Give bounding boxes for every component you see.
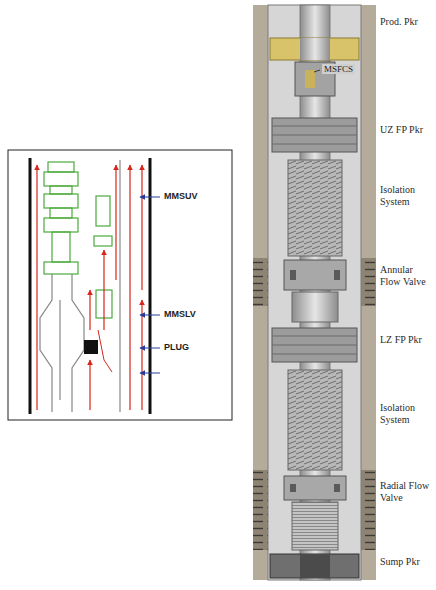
part-label: Isolation System <box>380 402 432 425</box>
part-label: UZ FP Pkr <box>380 124 432 136</box>
part-label: Prod. Pkr <box>380 16 432 28</box>
part-label: LZ FP Pkr <box>380 334 432 346</box>
part-label: Annular Flow Valve <box>380 264 432 287</box>
part-label: Sump Pkr <box>380 556 432 568</box>
part-label: Isolation System <box>380 184 432 207</box>
completion-illustration <box>253 5 376 580</box>
part-label: MMSUV <box>164 191 198 201</box>
part-label: MMSLV <box>164 309 196 319</box>
part-label: Radial Flow Valve <box>380 480 432 503</box>
inset-panel <box>8 150 232 420</box>
part-label: MSFCS <box>322 64 355 74</box>
part-label: PLUG <box>164 342 189 352</box>
